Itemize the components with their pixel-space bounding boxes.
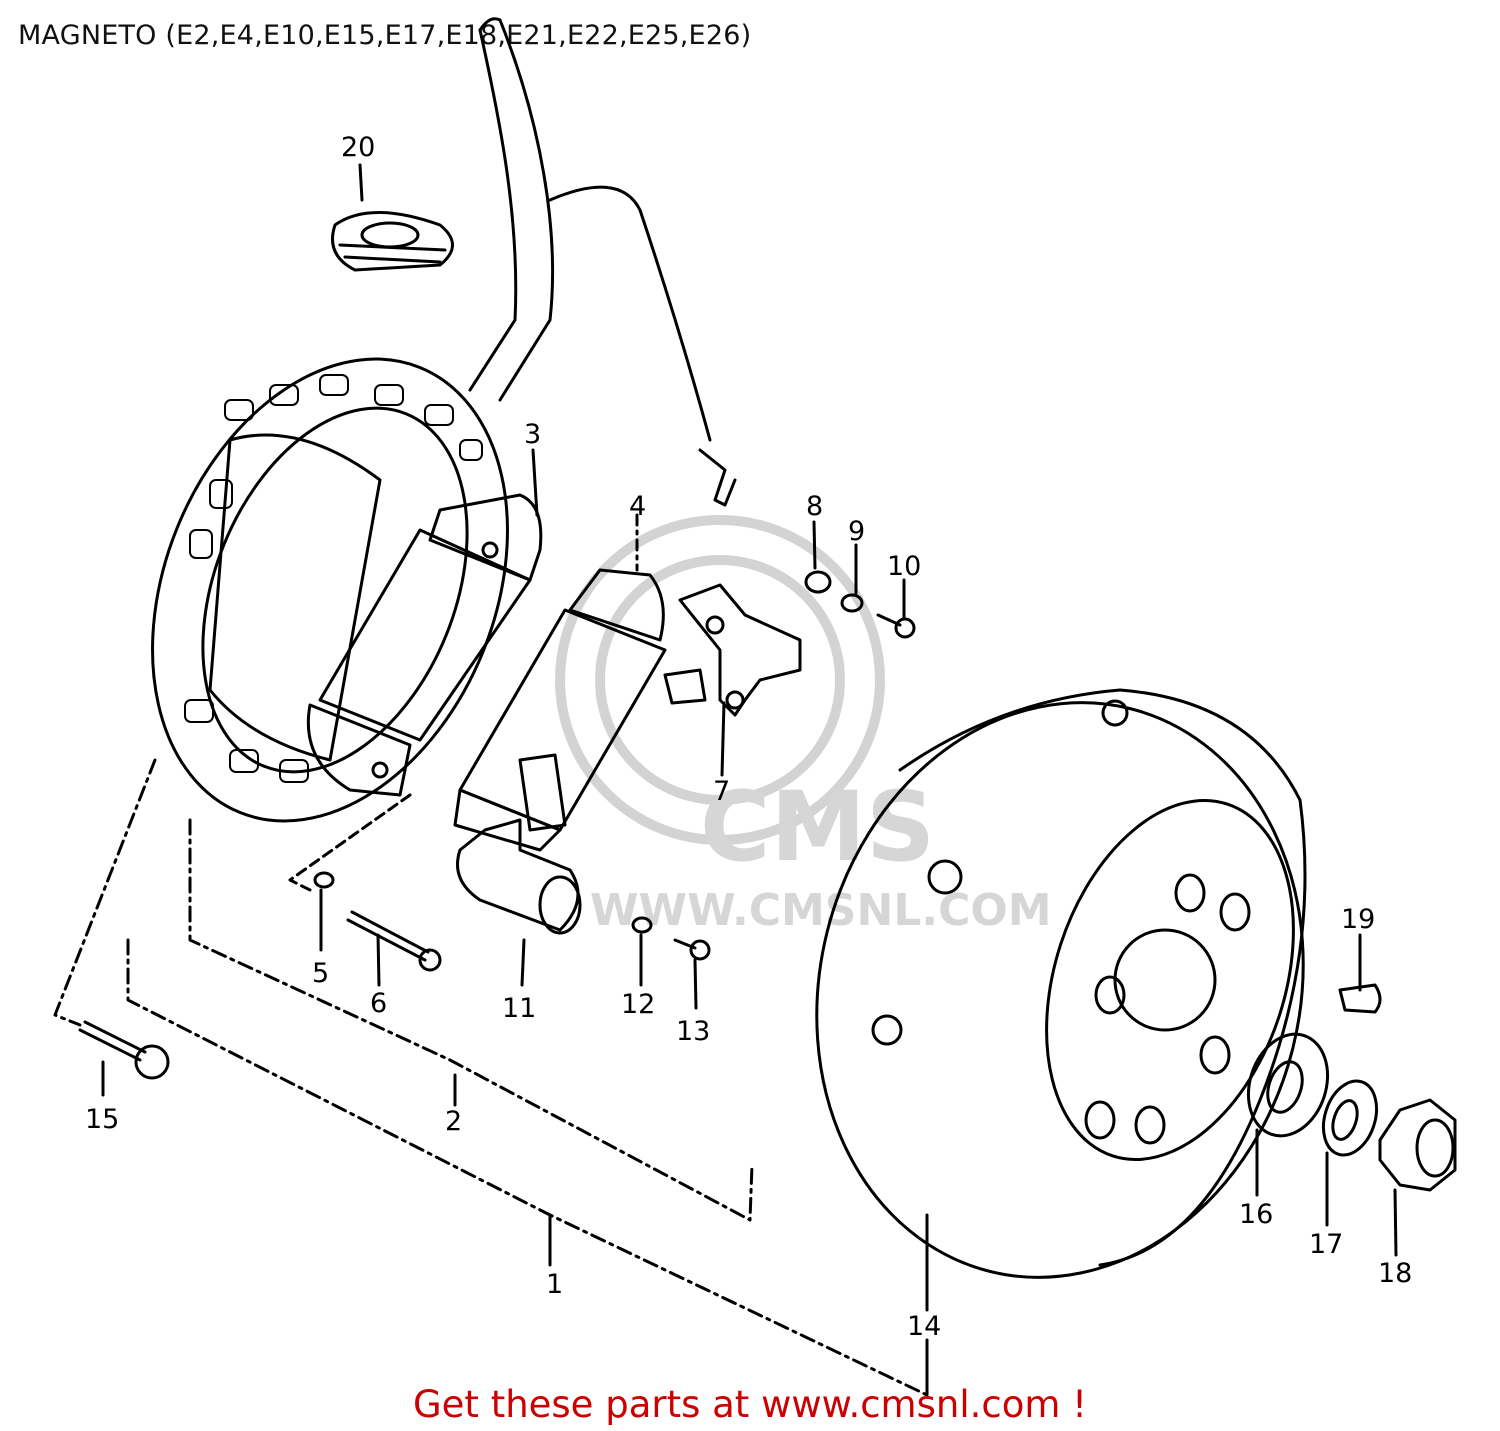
callout-7: 7 — [713, 776, 730, 807]
callout-5: 5 — [312, 958, 329, 989]
flywheel-fasteners — [1246, 983, 1457, 1192]
callout-numbers: 1 2 3 4 5 6 7 8 9 10 11 12 13 14 15 16 1… — [85, 132, 1412, 1342]
stator-cable — [468, 17, 737, 507]
contact-breaker — [663, 583, 802, 717]
callout-10: 10 — [887, 551, 921, 582]
callout-17: 17 — [1309, 1229, 1343, 1260]
charging-coil — [306, 493, 543, 797]
watermark-brand: CMS — [700, 771, 935, 883]
grommet — [331, 211, 454, 272]
callout-16: 16 — [1239, 1199, 1273, 1230]
callout-1: 1 — [546, 1269, 563, 1300]
callout-8: 8 — [806, 491, 823, 522]
footer-link[interactable]: Get these parts at www.cmsnl.com ! — [412, 1383, 1087, 1426]
callout-2: 2 — [445, 1106, 462, 1137]
callout-19: 19 — [1341, 904, 1375, 935]
callout-18: 18 — [1378, 1258, 1412, 1289]
callout-4: 4 — [629, 491, 646, 522]
stator-plate — [151, 357, 509, 823]
callout-6: 6 — [370, 988, 387, 1019]
callout-3: 3 — [524, 419, 541, 450]
callout-15: 15 — [85, 1104, 119, 1135]
flywheel-rotor — [815, 688, 1307, 1279]
callout-20: 20 — [341, 132, 375, 163]
screws — [78, 871, 711, 1080]
diagram-title: MAGNETO (E2,E4,E10,E15,E17,E18,E21,E22,E… — [18, 20, 752, 51]
callout-13: 13 — [676, 1016, 710, 1047]
callout-11: 11 — [502, 993, 536, 1024]
watermark: CMS WWW.CMSNL.COM — [555, 515, 1052, 936]
callout-12: 12 — [621, 989, 655, 1020]
callout-9: 9 — [848, 516, 865, 547]
condenser — [456, 753, 582, 935]
callout-14: 14 — [907, 1311, 941, 1342]
leader-lines — [53, 163, 1398, 1397]
watermark-url: WWW.CMSNL.COM — [590, 885, 1052, 936]
